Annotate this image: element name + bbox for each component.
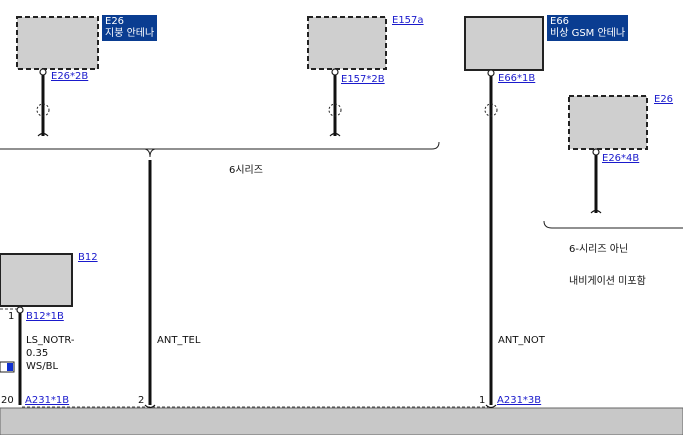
a231-pin-right: 1 bbox=[479, 395, 486, 406]
ls-notr-wire-color: WS/BL bbox=[26, 361, 59, 372]
e26-right-wire-end bbox=[590, 209, 602, 214]
e157-connector-link[interactable]: E157*2B bbox=[341, 74, 385, 85]
a231-pin-left: 20 bbox=[1, 395, 14, 406]
e66-wire-end bbox=[485, 404, 497, 409]
e66-tag-code: E66 bbox=[550, 16, 570, 27]
e26-roof-tag-desc: 지붕 안테나 bbox=[105, 28, 155, 39]
bottom-module-bar bbox=[0, 407, 683, 435]
e157-wire-end bbox=[329, 132, 341, 137]
not-series6-brace bbox=[543, 220, 683, 229]
no-nav-label: 내비게이션 미포함 bbox=[569, 276, 646, 287]
e66-gsm-antenna-box bbox=[464, 16, 544, 71]
e26-right-link[interactable]: E26 bbox=[654, 94, 674, 105]
e66-tag-desc: 비상 GSM 안테나 bbox=[550, 28, 626, 39]
e26-connector-pin bbox=[39, 68, 47, 76]
e26-roof-tag: E26 지붕 안테나 bbox=[102, 15, 158, 41]
e157-connector-pin bbox=[331, 68, 339, 76]
b12-box bbox=[0, 253, 73, 307]
ant-tel-wire-end bbox=[144, 404, 156, 409]
b12-connector-pin bbox=[16, 306, 24, 314]
ant-not-label: ANT_NOT bbox=[498, 335, 545, 346]
ls-notr-wire-gauge: 0.35 bbox=[26, 348, 49, 359]
e26-right-box bbox=[568, 95, 648, 150]
series6-label: 6시리즈 bbox=[229, 165, 263, 176]
e66-tag: E66 비상 GSM 안테나 bbox=[547, 15, 629, 41]
a231-pin-mid: 2 bbox=[138, 395, 145, 406]
e157a-link[interactable]: E157a bbox=[392, 15, 424, 26]
b12-connector-link[interactable]: B12*1B bbox=[26, 311, 64, 322]
e26-wire-end bbox=[37, 132, 49, 137]
e66-connector-pin bbox=[487, 69, 495, 77]
wire-color-swatch-blue bbox=[7, 363, 13, 371]
e26-roof-tag-code: E26 bbox=[105, 16, 125, 27]
e66-shield-marker bbox=[484, 103, 498, 117]
e157a-box bbox=[307, 16, 387, 70]
e157-shield-marker bbox=[328, 103, 342, 117]
b12-pin-number: 1 bbox=[8, 311, 15, 322]
e26-roof-antenna-box bbox=[16, 16, 99, 70]
series6-brace bbox=[0, 141, 440, 150]
series6-brace-tip bbox=[144, 148, 156, 158]
e26-connector-link[interactable]: E26*2B bbox=[51, 71, 89, 82]
not-series6-label: 6-시리즈 아닌 bbox=[569, 244, 629, 255]
ls-notr-wire-name: LS_NOTR- bbox=[26, 335, 75, 346]
e26-right-connector-pin bbox=[592, 148, 600, 156]
e26-right-connector-link[interactable]: E26*4B bbox=[602, 153, 640, 164]
e26-shield-marker bbox=[36, 103, 50, 117]
a231-left-connector-link[interactable]: A231*1B bbox=[25, 395, 70, 406]
e66-connector-link[interactable]: E66*1B bbox=[498, 73, 536, 84]
b12-link[interactable]: B12 bbox=[78, 252, 98, 263]
a231-right-connector-link[interactable]: A231*3B bbox=[497, 395, 542, 406]
ant-tel-label: ANT_TEL bbox=[157, 335, 201, 346]
